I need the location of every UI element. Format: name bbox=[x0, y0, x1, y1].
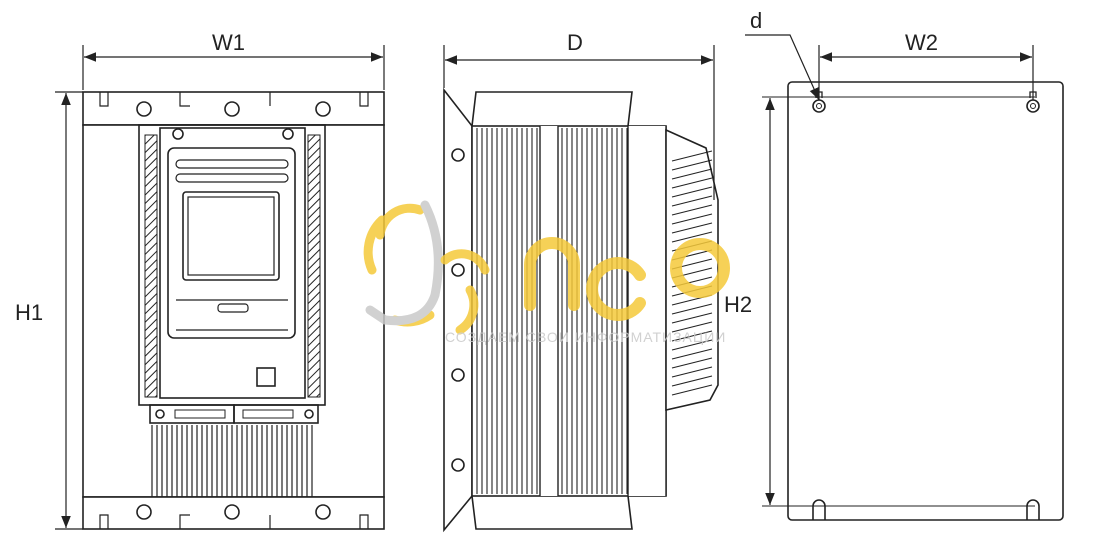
fin-line bbox=[671, 384, 713, 396]
terminal-hole-icon bbox=[136, 504, 152, 520]
fin-line bbox=[671, 357, 713, 369]
fin-line bbox=[671, 177, 713, 189]
display-screen bbox=[182, 191, 280, 281]
fin-line bbox=[671, 213, 713, 225]
terminal-hole-icon bbox=[315, 101, 331, 117]
status-led-square bbox=[256, 367, 276, 387]
bottom-slot-icon bbox=[812, 499, 826, 520]
fin-line bbox=[671, 150, 713, 162]
right-vent-strip bbox=[307, 134, 321, 398]
fin-line bbox=[671, 330, 713, 342]
fin-line bbox=[671, 186, 713, 198]
screw-icon bbox=[155, 409, 165, 419]
top-cap bbox=[471, 91, 633, 127]
fin-line bbox=[671, 366, 713, 378]
top-terminal-strip bbox=[82, 91, 385, 126]
connector-block-right bbox=[233, 404, 319, 424]
w1-label: W1 bbox=[212, 30, 245, 55]
mount-hole-icon bbox=[451, 368, 465, 382]
left-vent-strip bbox=[144, 134, 158, 398]
mount-hole-icon bbox=[451, 263, 465, 277]
bottom-terminal-strip bbox=[82, 496, 385, 530]
terminal-hole-icon bbox=[224, 504, 240, 520]
watermark: СОЗДАЕМ СВОИ ИНФОРМАТИЗАЦИИ bbox=[363, 200, 730, 345]
mount-hole-icon bbox=[451, 148, 465, 162]
screw-icon bbox=[304, 409, 314, 419]
fin-line bbox=[671, 195, 713, 207]
watermark-tagline: СОЗДАЕМ СВОИ ИНФОРМАТИЗАЦИИ bbox=[445, 329, 726, 345]
fin-line bbox=[671, 204, 713, 216]
d-hole-label: d bbox=[750, 8, 762, 33]
terminal-hole-icon bbox=[315, 504, 331, 520]
h2-label: H2 bbox=[724, 292, 752, 317]
fin-line bbox=[671, 222, 713, 234]
front-view bbox=[82, 91, 385, 530]
fin-line bbox=[671, 231, 713, 243]
fin-line bbox=[671, 348, 713, 360]
brand-letters bbox=[524, 237, 730, 321]
fin-line bbox=[671, 339, 713, 351]
screw-icon bbox=[172, 128, 184, 140]
screw-icon bbox=[282, 128, 294, 140]
fin-line bbox=[671, 159, 713, 171]
mounting-plate bbox=[443, 87, 473, 533]
d-hole-leader bbox=[745, 34, 820, 101]
bottom-cap bbox=[471, 495, 633, 530]
d-depth-label: D bbox=[567, 30, 583, 55]
keypad-protrusion bbox=[665, 128, 719, 412]
mounting-plate-view bbox=[762, 81, 1064, 521]
fin-line bbox=[671, 312, 713, 324]
terminal-hole-icon bbox=[136, 101, 152, 117]
mount-hole-icon bbox=[451, 458, 465, 472]
h1-label: H1 bbox=[15, 300, 43, 325]
fin-line bbox=[671, 321, 713, 333]
fin-line bbox=[671, 168, 713, 180]
front-panel bbox=[159, 127, 306, 399]
fin-line bbox=[671, 375, 713, 387]
bottom-slot-icon bbox=[1026, 499, 1040, 520]
bottom-cooling-fins bbox=[151, 425, 313, 497]
neo-logo-icon bbox=[363, 200, 490, 335]
fin-line bbox=[671, 303, 713, 315]
dimension-lines bbox=[55, 34, 1034, 530]
terminal-hole-icon bbox=[224, 101, 240, 117]
backplate bbox=[787, 81, 1064, 521]
keypad-module bbox=[167, 147, 296, 339]
w2-label: W2 bbox=[905, 30, 938, 55]
side-view bbox=[443, 87, 719, 533]
